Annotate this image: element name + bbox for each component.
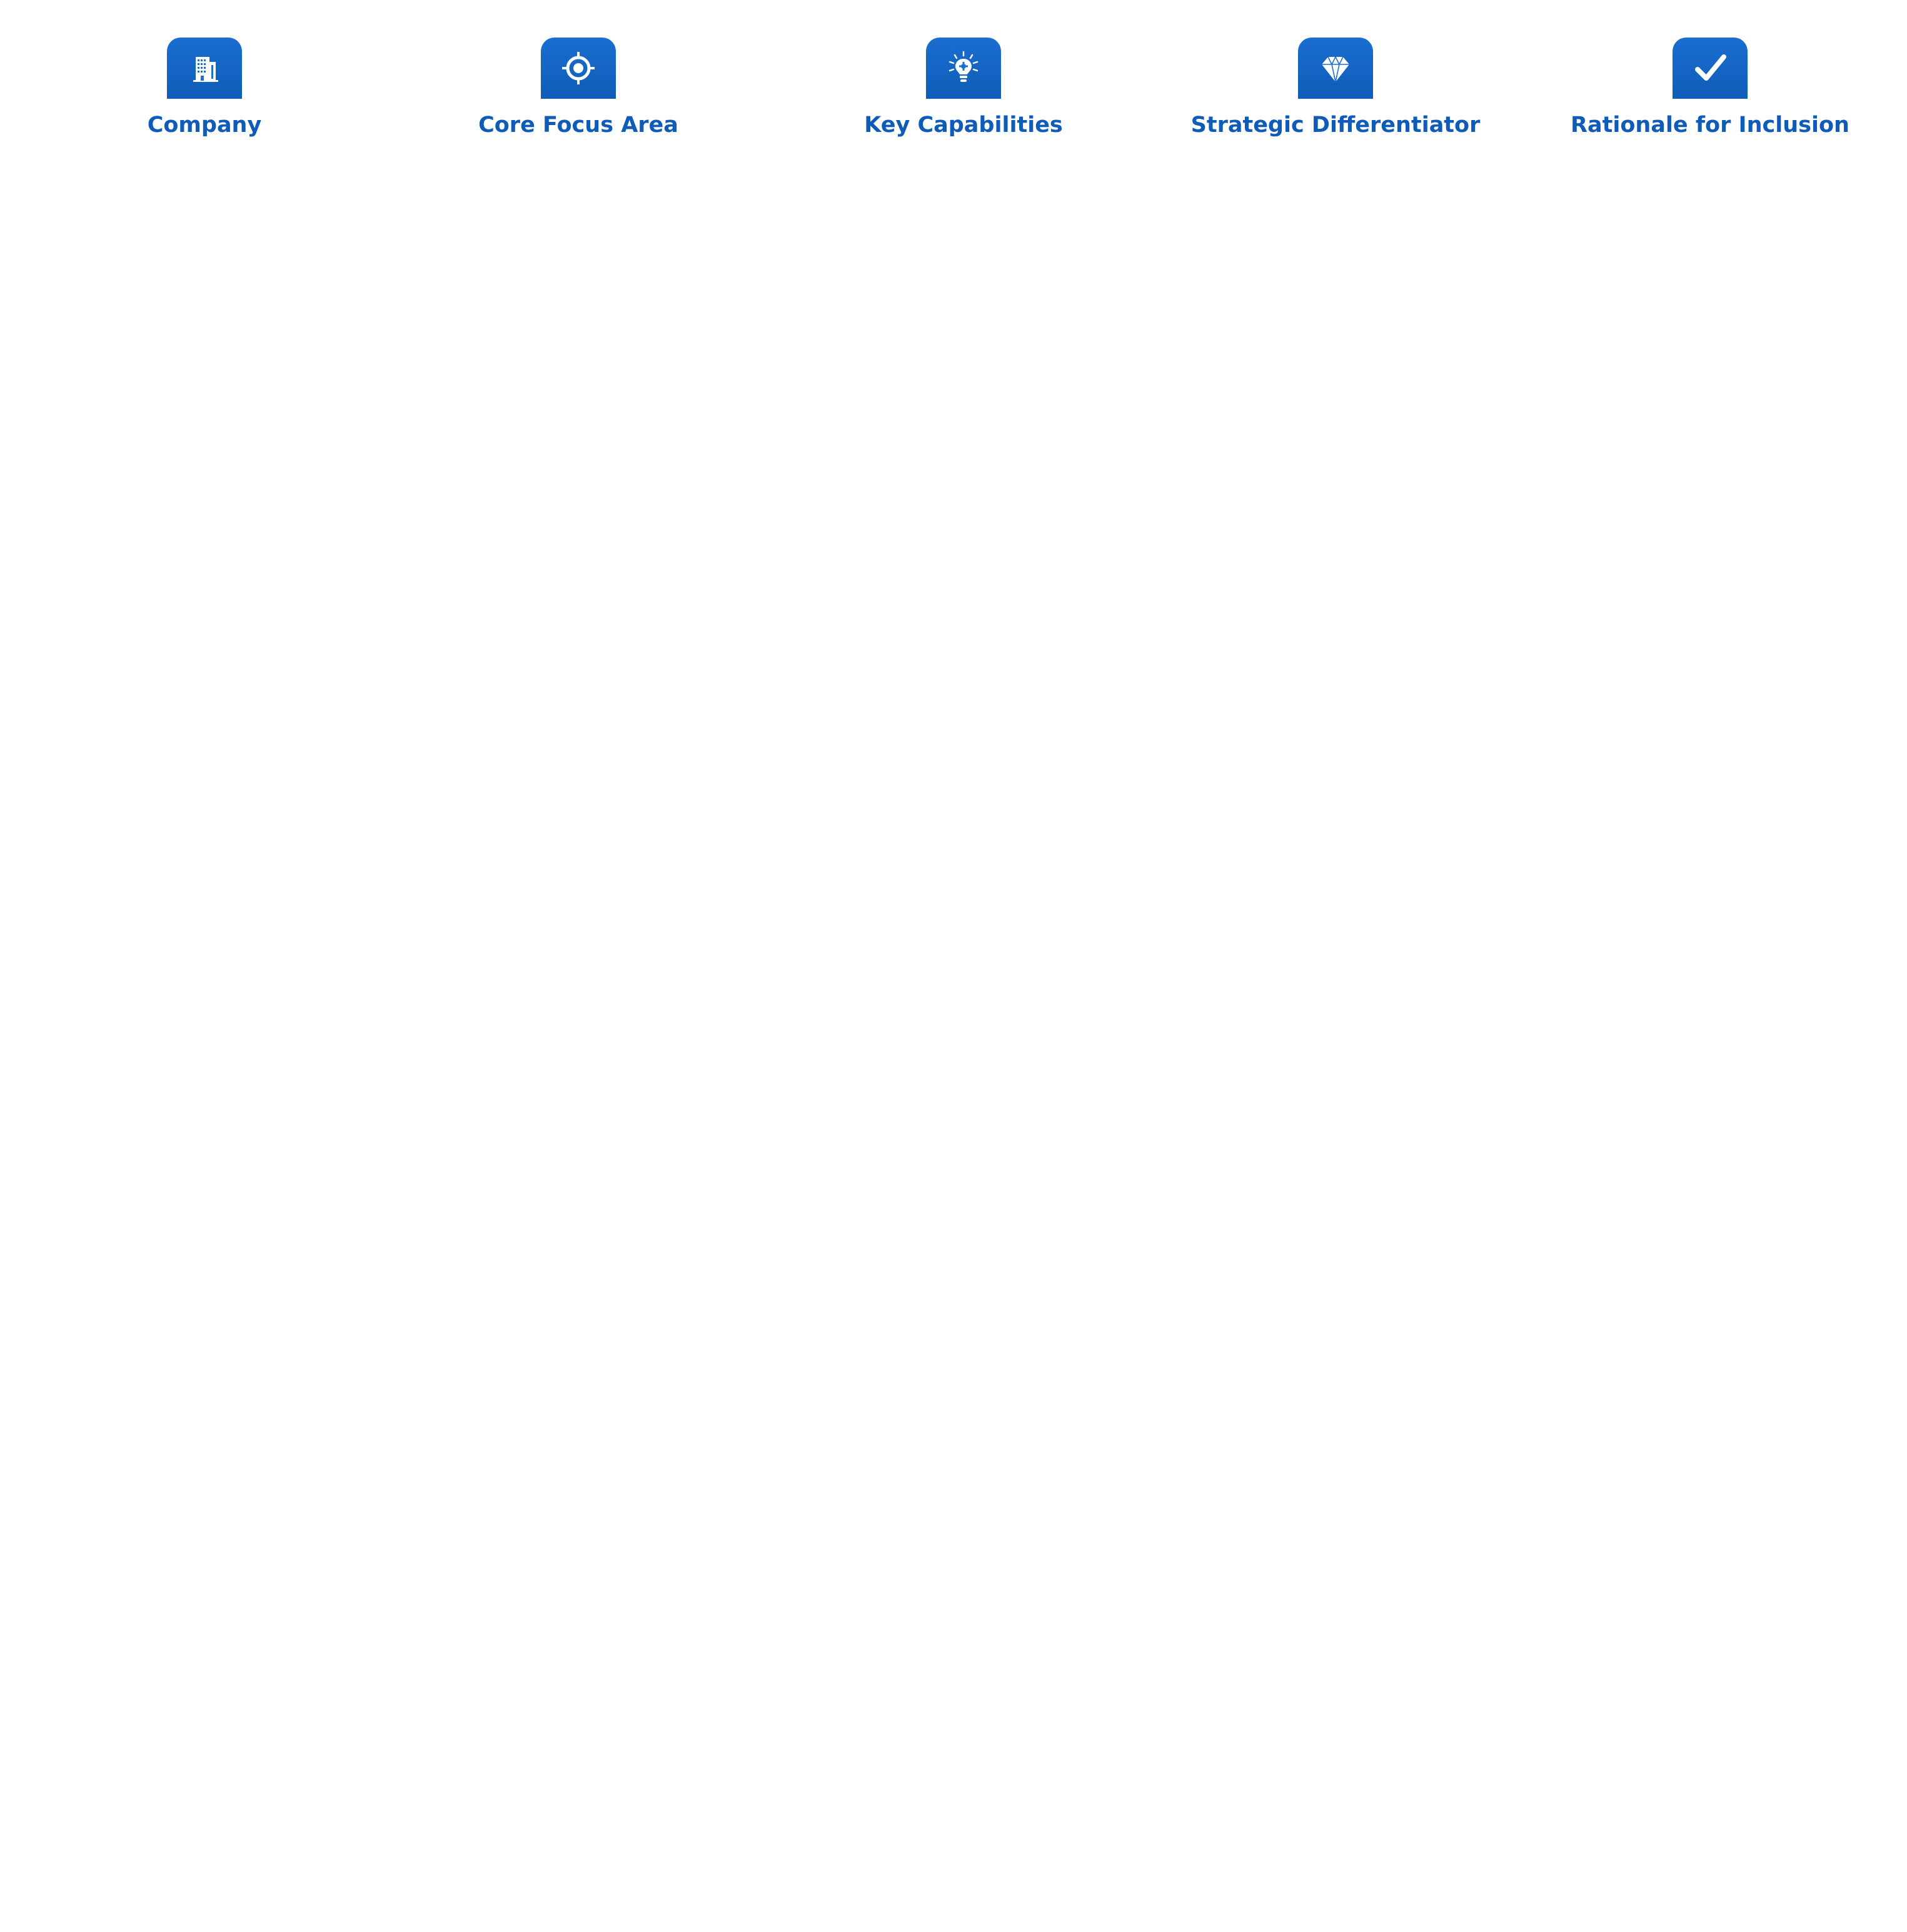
target-icon (541, 38, 616, 99)
diamond-icon (1298, 38, 1373, 99)
column-header-strategic-differentiator: Strategic Differentiator (1173, 38, 1498, 138)
building-icon (167, 38, 242, 99)
checkmark-icon (1673, 38, 1748, 99)
column-label-strategic-differentiator: Strategic Differentiator (1190, 113, 1481, 138)
column-label-rationale-for-inclusion: Rationale for Inclusion (1571, 113, 1849, 138)
column-header-rationale-for-inclusion: Rationale for Inclusion (1547, 38, 1873, 138)
table-header-row: Company Core Focus Area (0, 0, 1907, 175)
column-header-key-capabilities: Key Capabilities (801, 38, 1126, 138)
column-label-company: Company (147, 113, 262, 138)
column-label-key-capabilities: Key Capabilities (864, 113, 1063, 138)
lightbulb-icon (926, 38, 1001, 99)
column-label-core-focus-area: Core Focus Area (478, 113, 678, 138)
column-header-company: Company (42, 38, 367, 138)
column-header-core-focus-area: Core Focus Area (416, 38, 741, 138)
